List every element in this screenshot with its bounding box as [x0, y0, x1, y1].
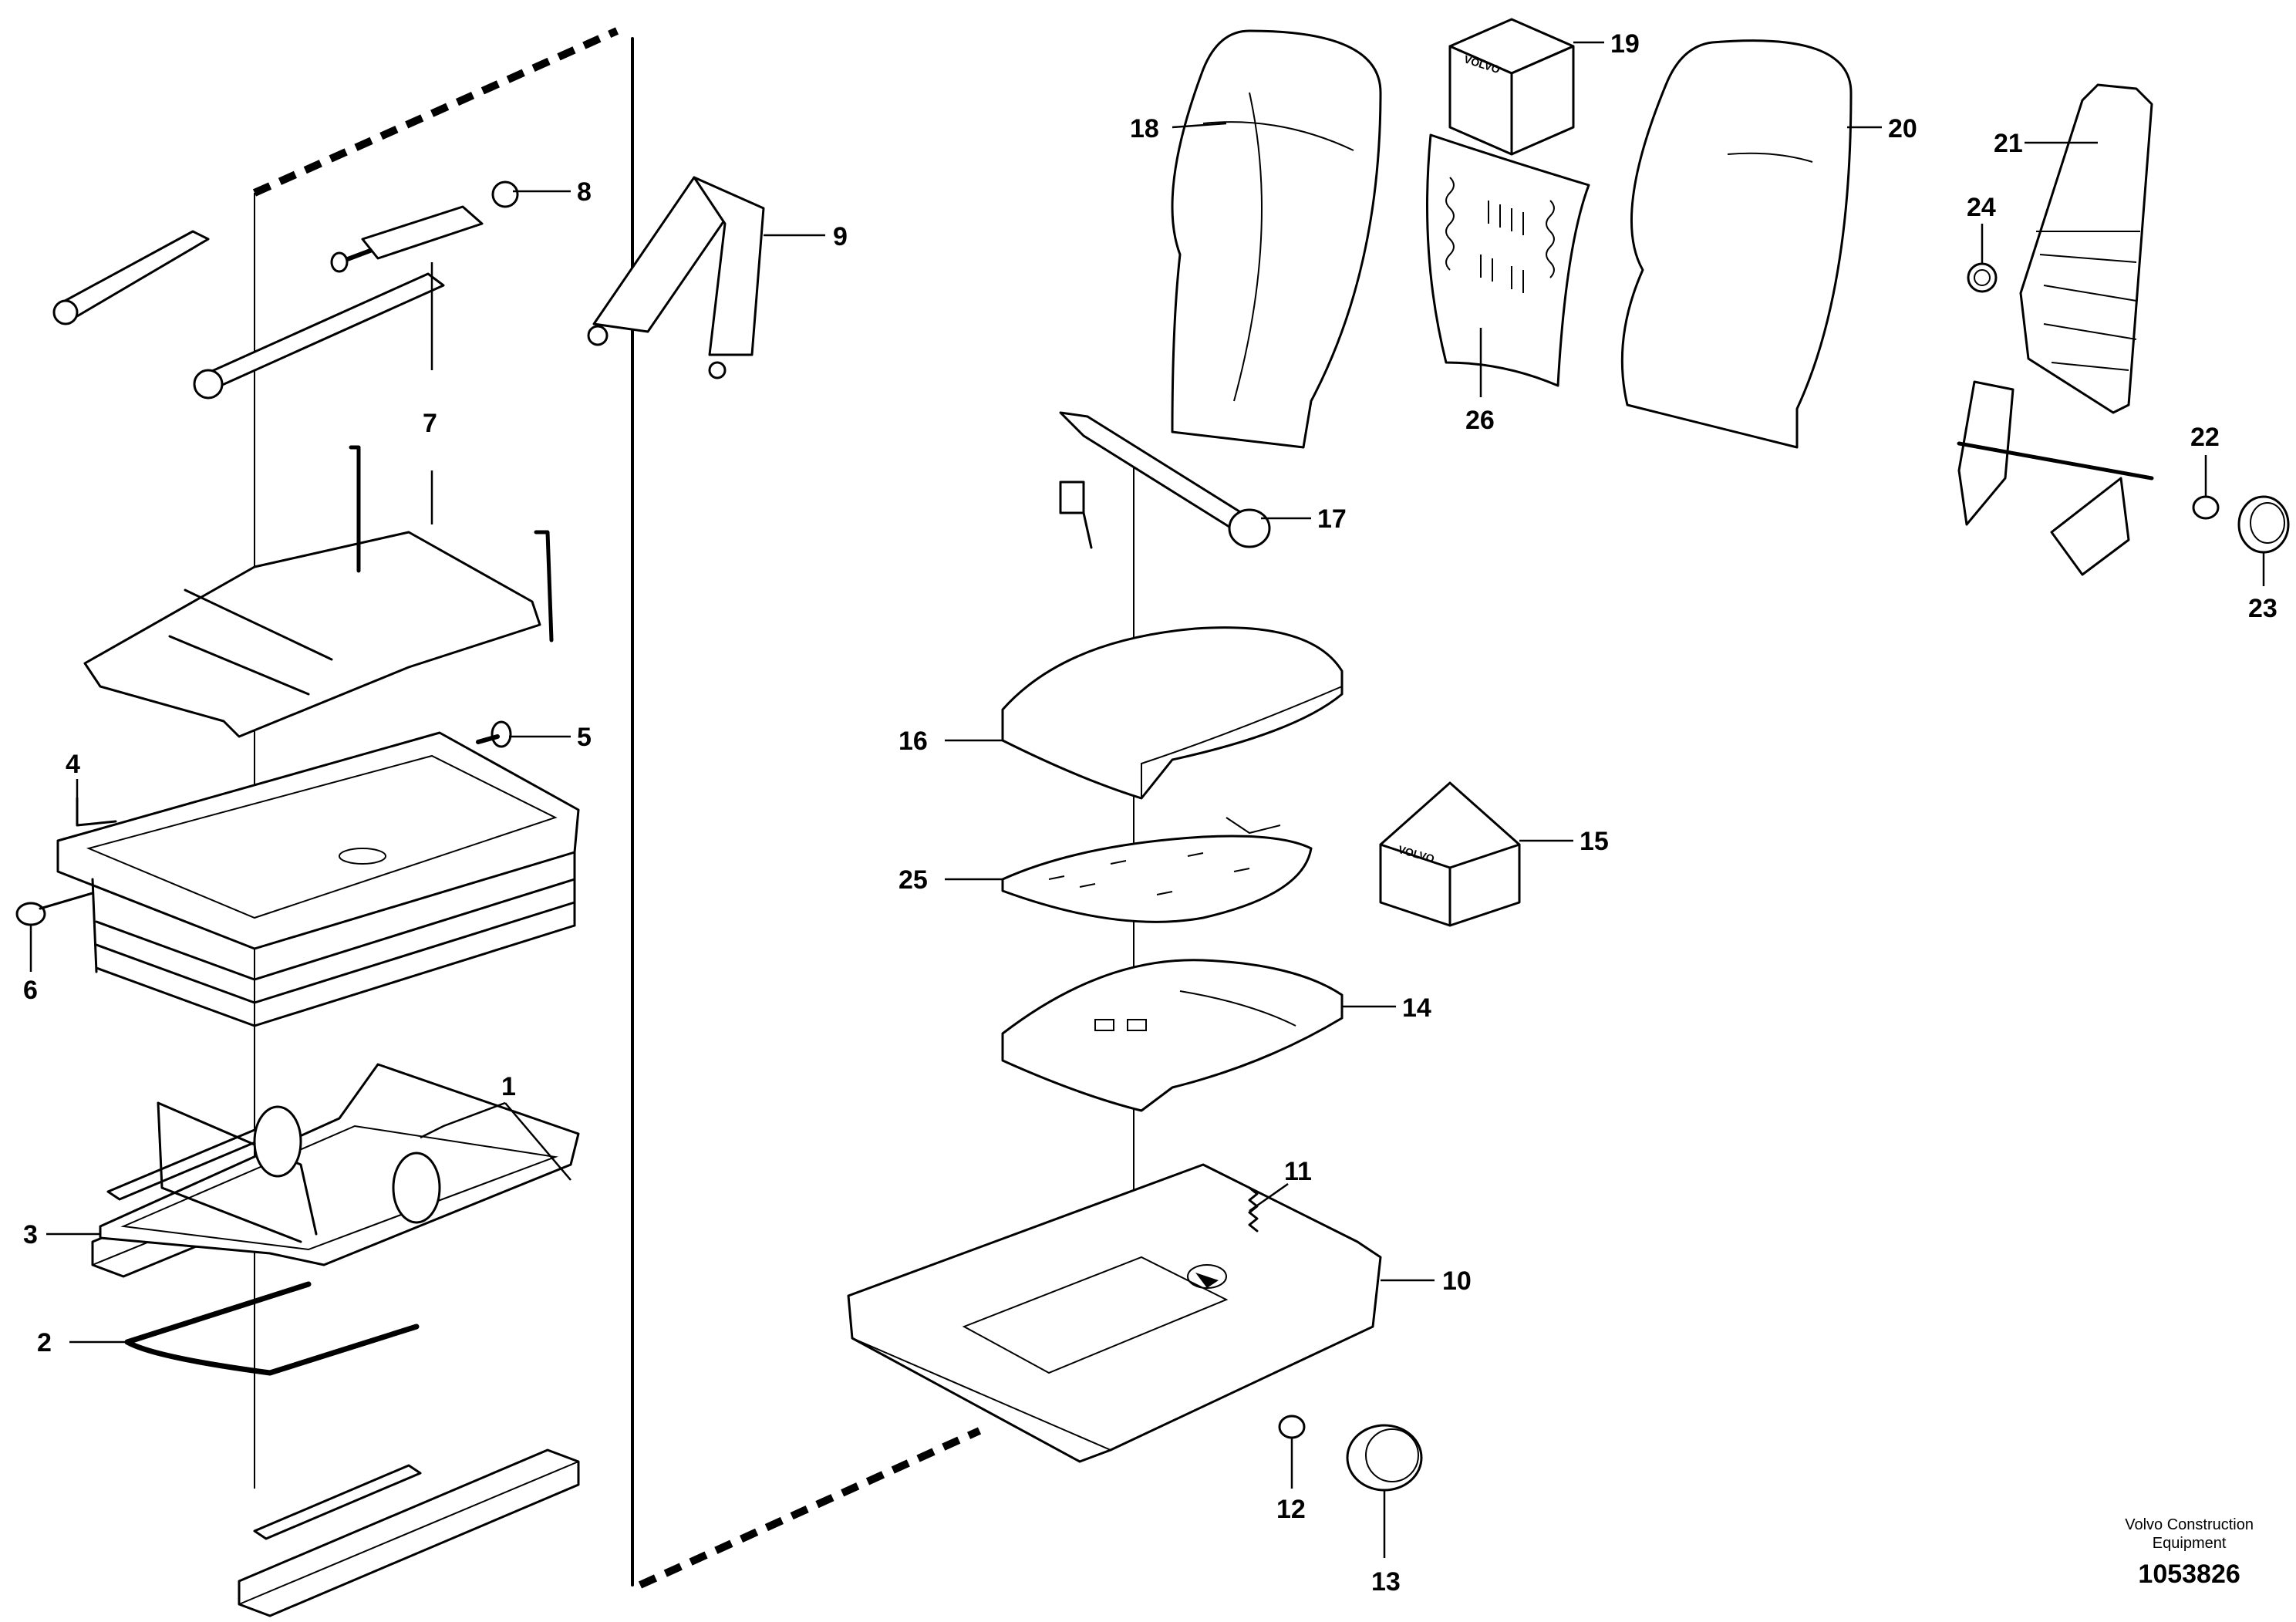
- part-25-heating-pad: [1001, 817, 1313, 923]
- label-4: 4: [66, 750, 80, 779]
- label-6: 6: [23, 976, 38, 1005]
- label-25: 25: [899, 865, 928, 895]
- part-5-bolt: [476, 720, 512, 748]
- label-19: 19: [1610, 29, 1640, 59]
- label-12: 12: [1276, 1495, 1306, 1524]
- label-24: 24: [1967, 193, 1996, 222]
- part-13-knob: [1346, 1424, 1423, 1492]
- label-5: 5: [577, 723, 592, 752]
- label-9: 9: [833, 222, 848, 251]
- part-4-seat-pan: [56, 731, 580, 1027]
- label-14: 14: [1402, 993, 1431, 1023]
- part-20-backrest: [1620, 39, 1853, 449]
- part-9-lap-belt: [587, 176, 765, 379]
- label-22: 22: [2190, 423, 2220, 452]
- part-21-backrest-frame: [1957, 83, 2154, 576]
- part-7-scissor-frame: [52, 230, 554, 738]
- publisher-credit: Volvo Construction Equipment 1053826: [2125, 1516, 2254, 1591]
- part-8-gas-damper: [330, 180, 519, 273]
- label-17: 17: [1317, 504, 1347, 534]
- part-14-seat-foam: [1001, 959, 1344, 1112]
- label-20: 20: [1888, 114, 1917, 143]
- label-3: 3: [23, 1220, 38, 1249]
- part-2-bracket: [124, 1281, 420, 1376]
- part-19-kit-box: VOLVO: [1448, 18, 1575, 156]
- leader-lines: [29, 41, 2265, 1558]
- part-10-seat-base: [847, 1163, 1382, 1463]
- drawing-number: 1053826: [2138, 1560, 2240, 1589]
- label-15: 15: [1580, 827, 1609, 856]
- label-21: 21: [1994, 129, 2023, 158]
- part-18-backrest-cover: [1171, 29, 1382, 449]
- label-16: 16: [899, 727, 928, 756]
- part-23-knob: [2237, 495, 2290, 554]
- credit-line-1: Volvo Construction: [2125, 1516, 2254, 1533]
- part-22-washer: [2192, 495, 2220, 520]
- part-6-pin: [15, 892, 94, 926]
- part-26-heating-mat: [1426, 133, 1590, 387]
- label-11: 11: [1284, 1157, 1312, 1186]
- credit-line-2: Equipment: [2152, 1535, 2227, 1552]
- label-26: 26: [1465, 406, 1495, 435]
- label-13: 13: [1371, 1567, 1401, 1597]
- label-10: 10: [1442, 1266, 1472, 1296]
- label-1: 1: [501, 1072, 516, 1101]
- label-23: 23: [2248, 594, 2277, 623]
- part-17-shoulder-belt: [1059, 411, 1271, 549]
- part-12-washer: [1278, 1415, 1306, 1439]
- part-15-kit-box: VOLVO: [1379, 781, 1521, 927]
- part-16-seat-cushion: [1001, 626, 1344, 800]
- label-2: 2: [37, 1328, 52, 1357]
- label-7: 7: [423, 409, 437, 438]
- part-3-base-frame: [99, 1063, 580, 1266]
- part-24-gear: [1967, 262, 1998, 293]
- label-18: 18: [1130, 114, 1159, 143]
- part-number-labels: 1 2 3 4 5 6 7 8 9 10 11 12 13 14 15 16 1…: [23, 29, 2277, 1597]
- label-8: 8: [577, 177, 592, 207]
